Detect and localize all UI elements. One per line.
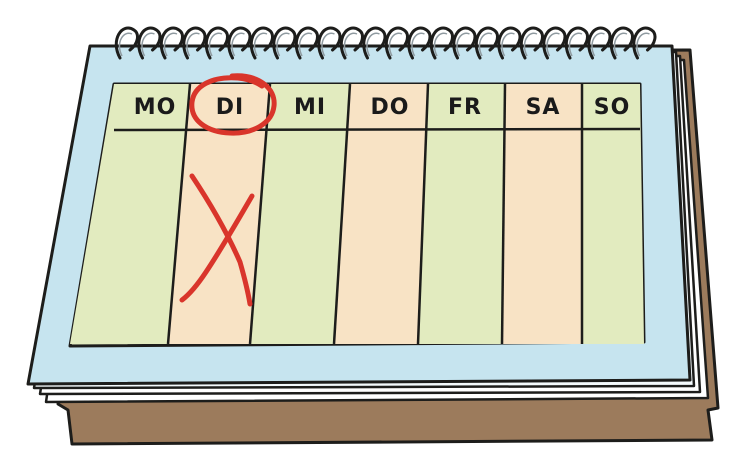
day-label-di: DI: [216, 95, 244, 120]
binding-ring: [204, 26, 229, 60]
binding-ring: [227, 26, 252, 60]
binding-ring-highlight: [118, 32, 133, 57]
binding-ring-highlight: [321, 32, 335, 57]
binding-ring-highlight: [298, 32, 313, 57]
binding-ring-highlight: [141, 32, 155, 57]
binding-ring-highlight: [478, 32, 493, 57]
binding-ring-highlight: [253, 32, 268, 57]
binding-ring: [542, 26, 567, 60]
binding-ring: [137, 26, 162, 60]
binding-ring-highlight: [433, 32, 448, 57]
day-column-sa: [502, 84, 582, 344]
binding-ring-highlight: [613, 32, 628, 57]
binding-ring: [609, 26, 634, 60]
red-x-mark: [179, 173, 255, 307]
day-label-sa: SA: [526, 95, 561, 120]
column-divider-line: [332, 83, 352, 345]
binding-ring: [474, 26, 499, 60]
binding-ring-highlight: [366, 32, 380, 57]
day-column-mi: [250, 84, 350, 344]
binding-ring: [587, 26, 612, 60]
binding-ring-highlight: [208, 32, 223, 57]
header-divider: [113, 127, 641, 132]
binding-ring: [114, 26, 139, 60]
column-divider-line: [166, 83, 192, 345]
binding-ring-highlight: [343, 32, 358, 57]
binding-ring: [384, 26, 409, 60]
binding-ring: [362, 26, 387, 60]
binding-ring: [497, 26, 522, 60]
binding-ring: [452, 26, 477, 60]
day-columns: [70, 84, 644, 344]
day-label-do: DO: [371, 95, 410, 120]
day-column-do: [334, 84, 428, 344]
day-label-mi: MI: [294, 95, 326, 120]
binding-ring: [182, 26, 207, 60]
binding-ring-highlight: [523, 32, 538, 57]
binding-ring: [407, 26, 432, 60]
binding-ring: [272, 26, 297, 60]
binding-ring-highlight: [163, 32, 178, 57]
day-label-fr: FR: [448, 95, 482, 120]
day-column-fr: [418, 84, 505, 344]
binding-ring-highlight: [591, 32, 605, 57]
binding-ring: [159, 26, 184, 60]
binding-ring: [339, 26, 364, 60]
binding-ring: [564, 26, 589, 60]
binding-ring-highlight: [568, 32, 583, 57]
binding-ring-highlight: [186, 32, 200, 57]
column-divider-line: [248, 83, 272, 345]
binding-ring: [249, 26, 274, 60]
column-divider-line: [416, 83, 430, 345]
binding-ring-highlight: [546, 32, 560, 57]
day-label-so: SO: [594, 95, 631, 120]
day-column-so: [582, 84, 644, 344]
red-circle-highlight: [189, 73, 277, 136]
spiral-binding: [114, 26, 657, 60]
binding-ring-highlight: [411, 32, 425, 57]
column-divider-line: [500, 83, 507, 345]
day-column-mo: [70, 84, 190, 344]
binding-ring: [317, 26, 342, 60]
column-dividers: [166, 83, 584, 345]
binding-ring: [294, 26, 319, 60]
binding-ring-highlight: [231, 32, 245, 57]
day-label-mo: MO: [134, 95, 177, 120]
binding-ring-highlight: [456, 32, 470, 57]
binding-ring: [632, 26, 657, 60]
binding-ring-highlight: [636, 32, 650, 57]
binding-ring: [519, 26, 544, 60]
binding-ring-highlight: [501, 32, 515, 57]
binding-ring-highlight: [388, 32, 403, 57]
binding-ring: [429, 26, 454, 60]
day-header-row: MO DI MI DO FR SA SO: [134, 95, 631, 120]
binding-ring-highlight: [276, 32, 290, 57]
